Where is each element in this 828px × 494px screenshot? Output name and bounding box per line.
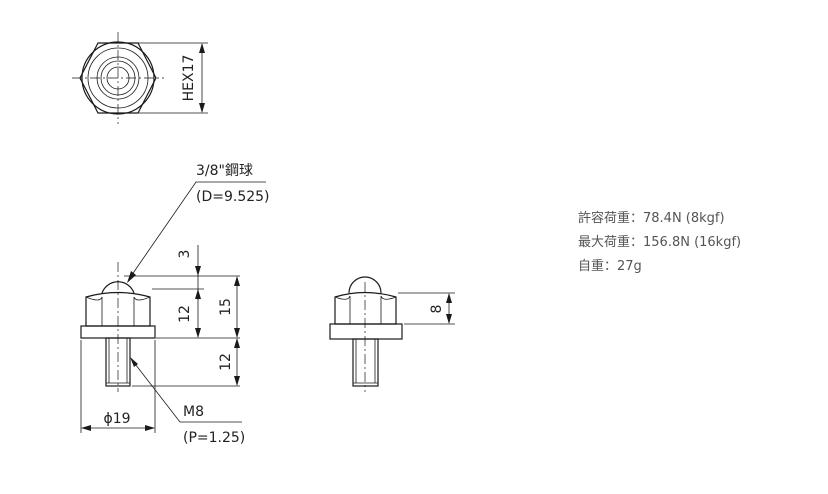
top-view-collar-circle [87,47,149,109]
hex-nut-chamfer [85,296,151,301]
spec-allowable-load: 許容荷重：78.4N (8kgf) [578,210,725,226]
thread-callout-line2: (P=1.25) [183,430,245,446]
side-hex-chamfer [334,295,397,300]
thread-callout-line1: M8 [183,404,204,420]
side-dim-arrow-bottom [446,314,452,324]
top-view: HEX17 [72,32,208,124]
top-view-thread-circle [96,56,140,100]
ball-dim-arrow-top [195,266,201,276]
overall-arrow-top [234,276,240,286]
ball-callout-line1: 3/8"鋼球 [196,163,253,179]
hex-height-label: 12 [177,305,193,323]
top-view-thread-inner-circle [100,60,136,96]
spec-block: 許容荷重：78.4N (8kgf) 最大荷重：156.8N (16kgf) 自重… [578,210,741,274]
overall-arrow-bottom [234,328,240,338]
diameter-label: ϕ19 [103,411,130,427]
side-collar [329,323,403,340]
side-threaded-shank [352,338,379,387]
spec-weight: 自重：27g [578,258,642,274]
thread-arrow-bottom [234,376,240,386]
thread-leader-arrow [130,357,138,367]
top-view-hex-outline [79,42,157,114]
dia-arrow-left [81,425,91,431]
ball-leader-line [128,181,266,280]
dia-arrow-right [145,425,155,431]
side-view: 8 [329,276,455,392]
side-ball [348,276,382,294]
thread-length-label: 12 [218,353,234,371]
hex-arrow-top [199,43,205,53]
hex-height-arrow-bottom [195,328,201,338]
front-view: 3 12 15 12 ϕ19 3/8"鋼球 (D=9.525) M8 (P=1.… [80,163,270,446]
ball-leader-arrow [127,271,136,283]
top-view-outer-circle [81,41,155,115]
spec-max-load: 最大荷重：156.8N (16kgf) [578,234,741,250]
ball-callout-line2: (D=9.525) [196,189,270,205]
overall-height-label: 15 [218,298,234,316]
hex-nut-body [85,291,151,327]
steel-ball [101,281,135,294]
side-hex-body [334,291,397,325]
thread-arrow-top [234,338,240,348]
ball-protrusion-label: 3 [177,250,193,259]
threaded-shank [105,337,131,387]
side-dim-arrow-top [446,293,452,303]
top-view-ball-circle [106,66,130,90]
hex-size-label: HEX17 [181,55,197,102]
hex-arrow-bottom [199,103,205,113]
thread-leader-line [131,359,242,423]
side-height-label: 8 [429,305,445,314]
